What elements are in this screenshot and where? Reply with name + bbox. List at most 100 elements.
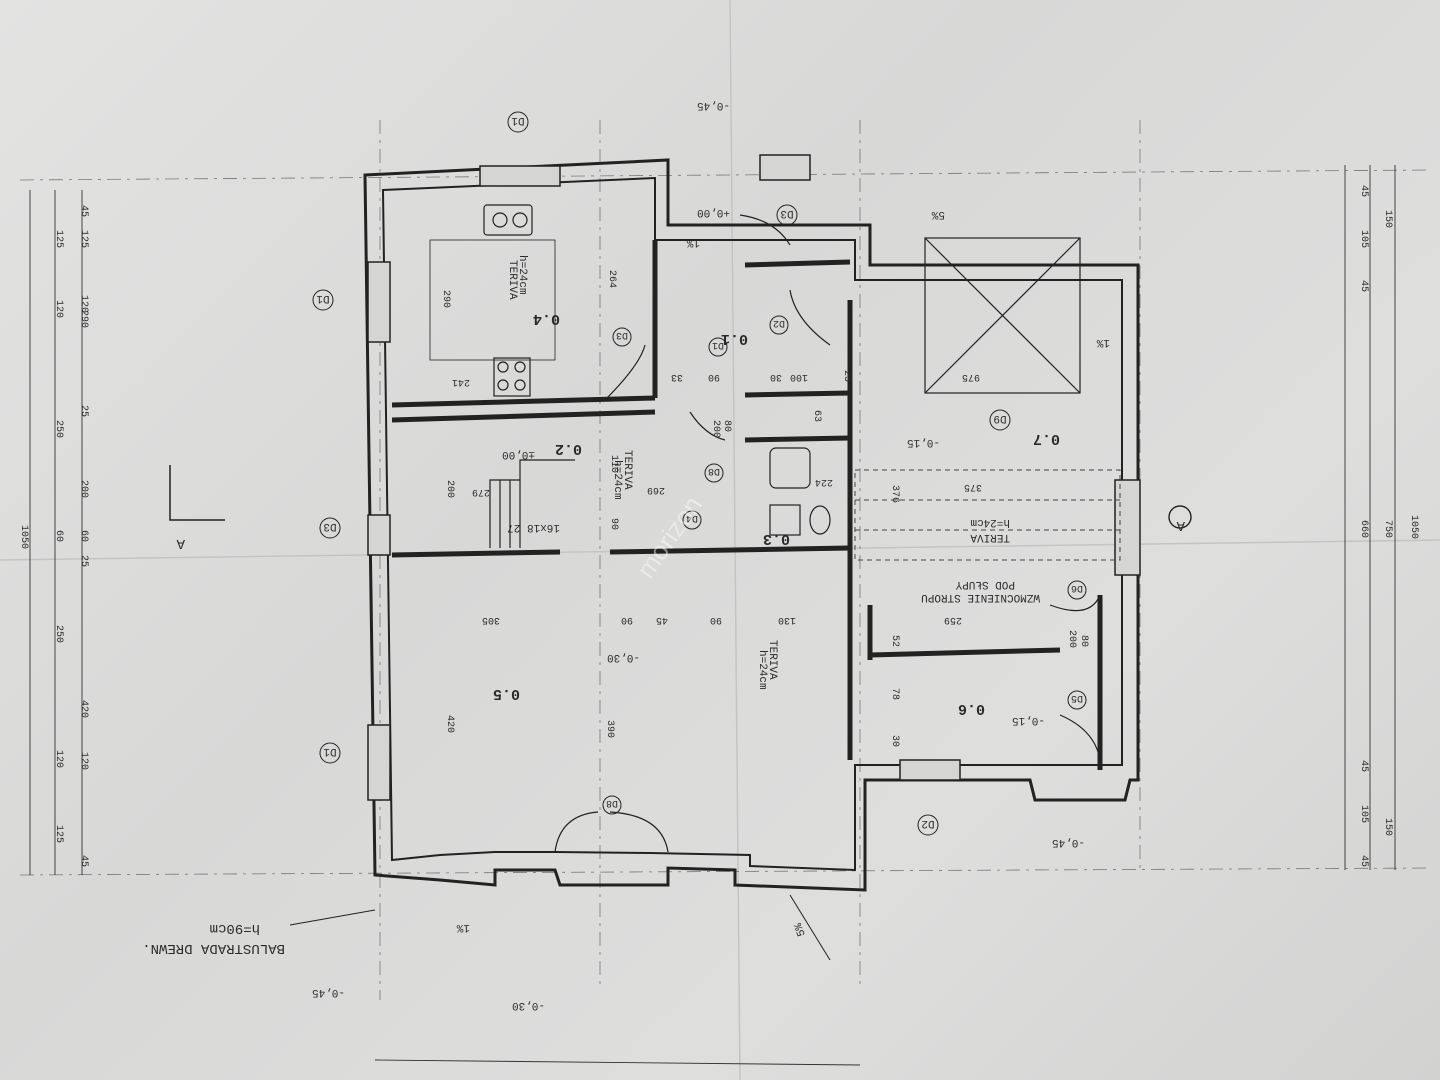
dim-label: 264 <box>606 270 617 288</box>
dim-label: 100 <box>790 371 808 382</box>
dim-label: 376 <box>889 485 900 503</box>
window-tag: D2 <box>921 817 934 829</box>
dim-label: 420 <box>78 700 89 718</box>
dim-label: 200 <box>78 480 89 498</box>
dim-label: 30 <box>889 735 900 747</box>
window-tag: D1 <box>323 745 337 757</box>
dim-label: 25 <box>78 555 89 567</box>
dim-label: 120 <box>53 300 64 318</box>
door-tag: D2 <box>773 317 785 328</box>
section-mark-right: A <box>1176 517 1185 533</box>
dim-label: 125 <box>53 825 64 843</box>
window-tag: D3 <box>323 520 336 532</box>
dim-label: 269 <box>647 484 665 495</box>
room-label-0-5: 0.5 <box>493 685 520 702</box>
slope-mark: 1% <box>686 236 700 248</box>
dim-label: 45 <box>656 614 668 625</box>
room-label-0-4: 0.4 <box>533 310 560 327</box>
dim-label: 660 <box>1358 520 1369 538</box>
door-tag: D8 <box>606 797 618 808</box>
floor-finish-label: TERIVA <box>970 531 1010 543</box>
dim-label: 125 <box>78 230 89 248</box>
dim-label: 45 <box>78 205 89 217</box>
level-mark-workshop: -0,15 <box>1012 714 1045 726</box>
dim-label: 259 <box>944 614 962 625</box>
dim-label: 60 <box>78 530 89 542</box>
dim-label: 1050 <box>18 525 29 549</box>
section-circle <box>1168 505 1192 529</box>
dim-label: 52 <box>889 635 900 647</box>
section-cut-marker <box>169 465 225 521</box>
dim-label: 975 <box>962 371 980 382</box>
dim-label: 241 <box>452 376 470 387</box>
dim-label: 90 <box>708 371 720 382</box>
dim-label: 224 <box>815 476 833 487</box>
dim-label: 25 <box>78 405 89 417</box>
dim-label: 750 <box>1382 520 1393 538</box>
window-tag: D1 <box>511 114 525 126</box>
dim-label: 150 <box>1382 818 1393 836</box>
door-tag: D3 <box>616 329 628 340</box>
level-mark-hall: ±0,00 <box>502 448 535 460</box>
balustrade-note: BALUSTRADA DREWN. <box>142 940 285 956</box>
dim-label: 90 <box>608 518 619 530</box>
dim-label: 290 <box>440 290 451 308</box>
floor-finish-height: h=24cm <box>970 516 1010 528</box>
right-dimension-labels: 45 105 45 660 45 105 45 150 750 150 1050 <box>1358 185 1419 867</box>
dim-label: 390 <box>604 720 615 738</box>
slope-mark: 1% <box>1096 336 1110 348</box>
floor-finish-height: h=24cm <box>756 650 768 690</box>
beam-reinforcement <box>854 469 1121 561</box>
dim-label: 90 <box>621 614 633 625</box>
dim-label: 80 <box>1078 635 1089 647</box>
dim-label: 110 <box>608 455 619 473</box>
level-mark-garage: -0,15 <box>907 436 940 448</box>
dim-label: 30 <box>770 371 782 382</box>
dim-label: 120 <box>78 295 89 313</box>
bathroom-fixtures <box>769 447 831 536</box>
interior-dimension-labels: 264 290 241 200 279 110 90 269 305 90 45… <box>440 270 1089 747</box>
dim-label: 45 <box>1358 760 1369 772</box>
room-label-0-2: 0.2 <box>555 440 582 457</box>
kitchen-fixtures <box>429 204 556 397</box>
dim-label: 125 <box>53 230 64 248</box>
dim-label: 200 <box>1066 630 1077 648</box>
interior-walls <box>391 240 1103 770</box>
door-tag: D5 <box>1071 692 1083 703</box>
dim-label: 45 <box>1358 280 1369 292</box>
room-label-0-1: 0.1 <box>721 330 748 347</box>
dim-label: 78 <box>889 688 900 700</box>
balustrade-height: h=90cm <box>210 920 260 936</box>
dim-label: 250 <box>53 625 64 643</box>
dim-label: 375 <box>964 481 982 492</box>
dim-label: 25 <box>841 370 852 382</box>
exterior-walls <box>363 158 1140 892</box>
room-label-0-7: 0.7 <box>1033 430 1060 447</box>
dim-label: 130 <box>778 614 796 625</box>
dim-label: 305 <box>482 614 500 625</box>
balustrade-leader <box>289 909 376 926</box>
dim-label: 80 <box>721 420 732 432</box>
door-tag-group: D1 D2 D3 D4 D5 D6 D8 D8 <box>602 315 1087 815</box>
window-openings <box>367 154 1141 801</box>
dimension-chains <box>29 165 1396 1066</box>
floor-finish-label: TERIVA <box>766 640 778 680</box>
floor-finish-label: TERIVA <box>506 260 518 300</box>
floor-finish-height: h=24cm <box>516 255 528 295</box>
dim-label: 250 <box>53 420 64 438</box>
paper-fold-line <box>729 0 741 1080</box>
dim-label: 45 <box>1358 185 1369 197</box>
door-tag: D8 <box>708 465 720 476</box>
slope-mark: 5% <box>931 208 945 220</box>
skylight-d9 <box>924 237 1081 394</box>
dim-label: 45 <box>78 855 89 867</box>
dim-label: 200 <box>444 480 455 498</box>
room-label-0-6: 0.6 <box>958 700 985 717</box>
left-dimension-labels: 45 125 120 25 200 60 25 420 120 45 125 1… <box>18 205 89 867</box>
slope-mark: 5% <box>793 921 809 938</box>
level-mark-porch: -0,45 <box>1052 836 1085 848</box>
level-mark-terrace-left: -0,45 <box>312 986 345 998</box>
beam-note: POD SŁUPY <box>955 578 1015 590</box>
dim-label: 200 <box>710 420 721 438</box>
dim-label: 45 <box>1358 855 1369 867</box>
